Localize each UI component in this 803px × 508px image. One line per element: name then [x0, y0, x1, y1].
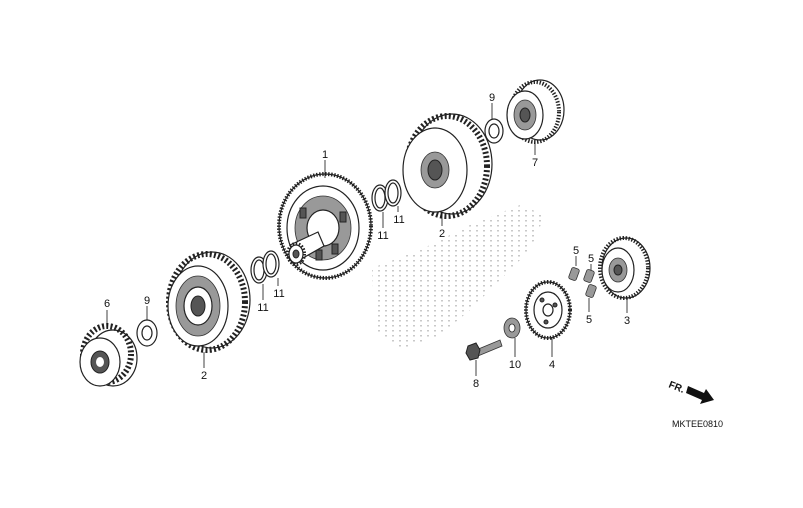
part-1-primary-gear [277, 172, 373, 280]
callout-labels: 1 2 2 3 4 5 5 5 6 7 8 9 9 10 11 11 11 11 [104, 92, 630, 390]
front-arrow-icon [686, 386, 714, 404]
callout-5-c: 5 [586, 314, 592, 326]
ghost-outline [372, 205, 545, 350]
part-6-gear [79, 323, 138, 387]
part-10-washer [503, 317, 521, 339]
callout-9-left: 9 [144, 295, 150, 307]
leader-lines [106, 103, 628, 376]
callout-6: 6 [104, 298, 110, 310]
callout-10: 10 [509, 359, 521, 371]
diagram-code: MKTEE0810 [672, 419, 723, 429]
callout-3: 3 [624, 315, 630, 327]
part-2-clutch-left [166, 251, 251, 353]
callout-5-a: 5 [573, 245, 579, 257]
callout-2-right: 2 [439, 228, 445, 240]
part-11-rings-left [250, 250, 280, 284]
callout-1: 1 [322, 149, 328, 161]
part-8-bolt [465, 339, 503, 361]
part-4-gear [524, 280, 572, 340]
callout-5-b: 5 [588, 253, 594, 265]
part-2-clutch-right [402, 113, 493, 219]
direction-label: FR. [667, 380, 686, 396]
callout-11-a: 11 [257, 302, 268, 314]
part-9-washer-left [136, 319, 158, 347]
callout-11-d: 11 [393, 214, 404, 226]
part-9-washer-right [484, 118, 504, 144]
callout-9-right: 9 [489, 92, 495, 104]
part-3-gear [598, 236, 651, 300]
part-5-springs [568, 267, 597, 298]
callout-11-c: 11 [377, 230, 388, 242]
callout-4: 4 [549, 359, 555, 371]
callout-2-left: 2 [201, 370, 207, 382]
part-11-rings-middle [371, 179, 402, 212]
callout-8: 8 [473, 378, 479, 390]
callout-7: 7 [532, 157, 538, 169]
part-7-gear [506, 79, 565, 144]
front-direction-indicator: FR. [667, 380, 714, 404]
callout-11-b: 11 [273, 288, 284, 300]
